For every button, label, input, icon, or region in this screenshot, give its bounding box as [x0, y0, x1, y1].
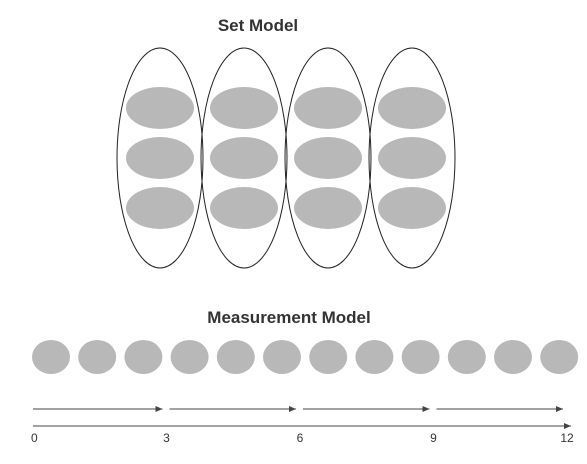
measurement-model-items — [32, 340, 579, 374]
tick-label: 0 — [31, 431, 38, 445]
set-item — [294, 137, 362, 179]
measure-item — [216, 340, 255, 374]
set-item — [378, 137, 446, 179]
measure-item — [124, 340, 163, 374]
measure-item — [540, 340, 579, 374]
set-item — [378, 87, 446, 129]
measurement-model-title: Measurement Model — [207, 308, 370, 327]
set-item — [126, 187, 194, 229]
set-group-outline — [200, 47, 288, 269]
set-item — [378, 187, 446, 229]
set-item — [294, 187, 362, 229]
measure-item — [170, 340, 209, 374]
set-item — [126, 87, 194, 129]
tick-label: 12 — [560, 431, 574, 445]
set-item — [210, 137, 278, 179]
set-item — [294, 87, 362, 129]
measure-item — [401, 340, 440, 374]
set-model-title: Set Model — [218, 16, 298, 35]
tick-label: 3 — [163, 431, 170, 445]
set-model-groups — [116, 47, 456, 269]
measure-item — [32, 340, 70, 374]
measure-item — [494, 340, 532, 374]
tick-label: 9 — [430, 431, 437, 445]
tick-label: 6 — [297, 431, 304, 445]
measure-item — [355, 340, 394, 374]
measure-item — [263, 340, 301, 374]
set-group-outline — [116, 47, 204, 269]
measure-item — [309, 340, 348, 374]
set-group-outline — [284, 47, 372, 269]
set-item — [210, 87, 278, 129]
measure-item — [78, 340, 117, 374]
set-item — [126, 137, 194, 179]
number-line: 0 3 6 9 12 — [31, 423, 574, 445]
set-item — [210, 187, 278, 229]
measure-item — [447, 340, 486, 374]
set-group-outline — [368, 47, 456, 269]
